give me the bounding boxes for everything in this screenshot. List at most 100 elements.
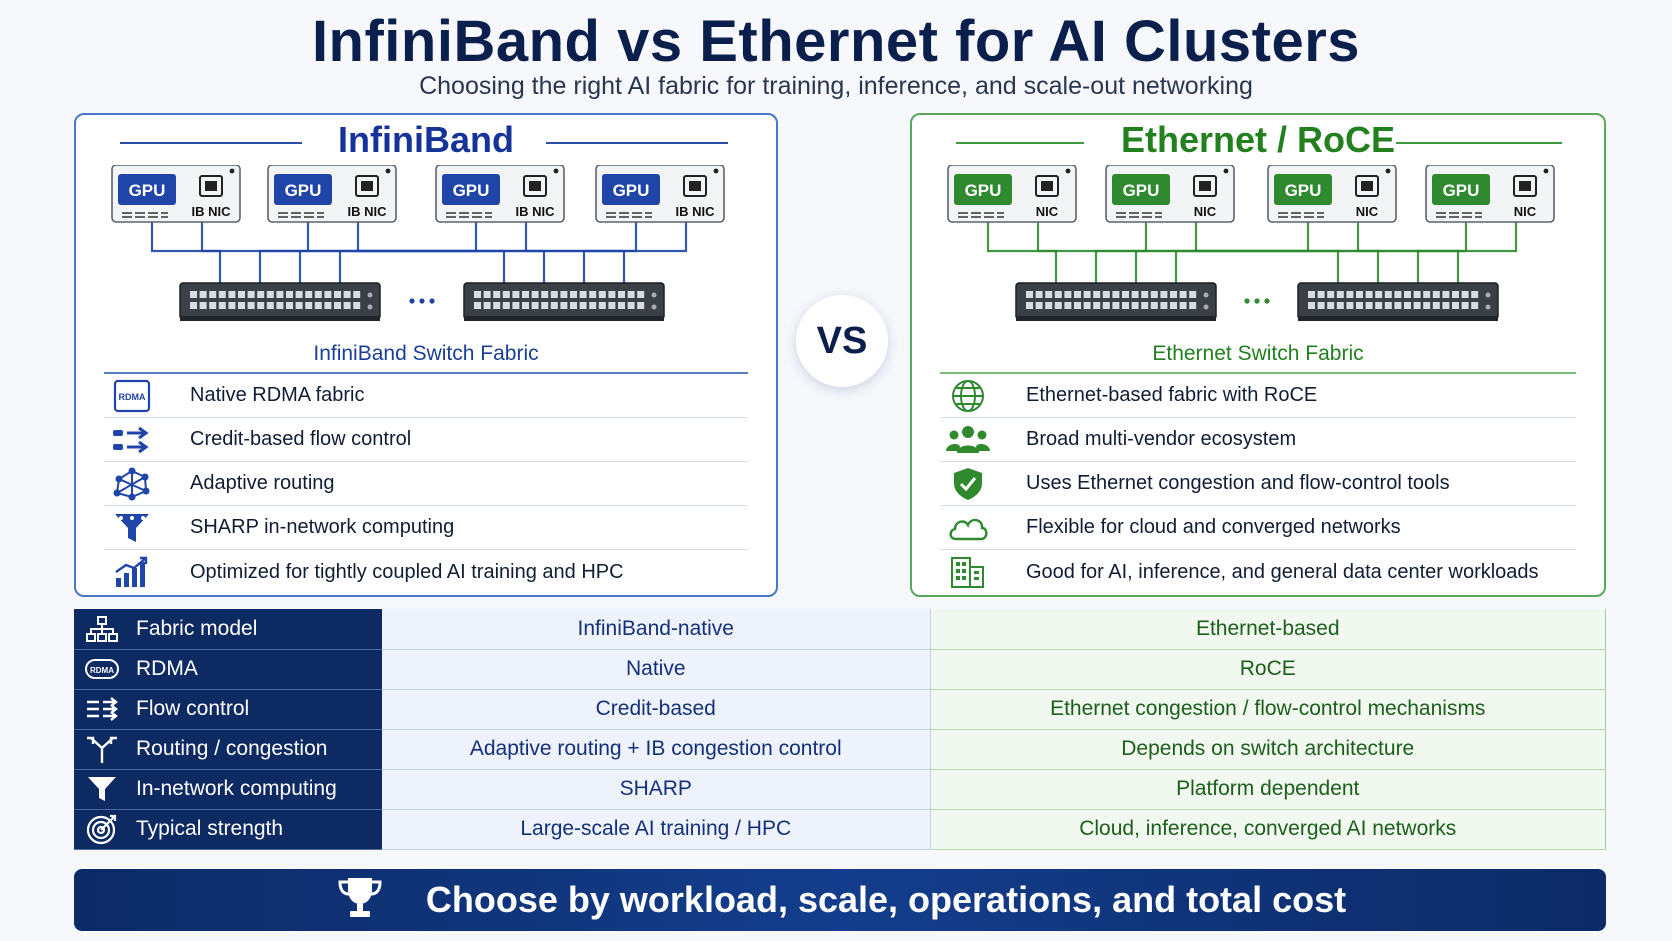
- page-title: InfiniBand vs Ethernet for AI Clusters: [311, 9, 1361, 74]
- ethernet-value: Ethernet congestion / flow-control mecha…: [930, 689, 1606, 730]
- row-header: In-network computing: [74, 769, 382, 810]
- hierarchy-icon: [82, 614, 122, 644]
- nic-chip-icon: [1355, 175, 1379, 197]
- feature-item: Good for AI, inference, and general data…: [940, 550, 1576, 594]
- ethernet-heading: Ethernet / RoCE: [1120, 119, 1396, 160]
- nic-chip-icon: [523, 175, 547, 197]
- funnel-icon: [82, 774, 122, 804]
- ethernet-value: RoCE: [930, 649, 1606, 690]
- ethernet-value: Platform dependent: [930, 769, 1606, 810]
- link-lines: [986, 222, 1518, 285]
- row-label: Routing / congestion: [136, 737, 328, 760]
- row-header: Typical strength: [74, 809, 382, 850]
- feature-item: SHARP in-network computing: [104, 506, 748, 550]
- table-row: Fabric model InfiniBand-native Ethernet-…: [74, 609, 1606, 650]
- row-label: Flow control: [136, 697, 250, 720]
- nic-label: IB NIC: [348, 204, 388, 219]
- nic-chip-icon: [199, 175, 223, 197]
- gpu-label: GPU: [965, 181, 1002, 200]
- feature-label: SHARP in-network computing: [190, 516, 455, 538]
- rdma-icon: RDMA: [82, 654, 122, 684]
- nic-chip-icon: [1035, 175, 1059, 197]
- heading-rule-right: [546, 142, 728, 144]
- funnel-icon: [104, 508, 160, 548]
- link-line: [582, 222, 688, 285]
- network-switch: [463, 282, 665, 321]
- row-header: Fabric model: [74, 609, 382, 650]
- svg-text:RDMA: RDMA: [119, 392, 146, 402]
- link-line: [1356, 222, 1460, 285]
- link-line: [986, 222, 1058, 285]
- link-line: [200, 222, 546, 285]
- gpu-label: GPU: [1443, 181, 1480, 200]
- gpu-label: GPU: [613, 181, 650, 200]
- table-row: Typical strength Large-scale AI training…: [74, 809, 1606, 850]
- table-row: Routing / congestion Adaptive routing + …: [74, 729, 1606, 770]
- feature-label: Uses Ethernet congestion and flow-contro…: [1026, 472, 1450, 494]
- link-line: [1416, 222, 1518, 285]
- flow-arrows-icon: [104, 420, 160, 460]
- row-label: In-network computing: [136, 777, 337, 800]
- gpu-chip: [1112, 174, 1170, 205]
- table-row: In-network computing SHARP Platform depe…: [74, 769, 1606, 810]
- rdma-icon: RDMA: [104, 376, 160, 416]
- link-line: [298, 222, 310, 285]
- cloud-icon: [940, 508, 996, 548]
- row-header: Flow control: [74, 689, 382, 730]
- heading-rule-right: [1396, 142, 1562, 144]
- ellipsis-dot: [1244, 298, 1250, 304]
- gpu-label: GPU: [285, 181, 322, 200]
- ellipsis-dot: [1254, 298, 1260, 304]
- gpu-label: GPU: [453, 181, 490, 200]
- svg-text:RDMA: RDMA: [90, 666, 114, 675]
- feature-label: Native RDMA fabric: [190, 384, 365, 406]
- link-line: [150, 222, 222, 285]
- link-line: [1134, 222, 1148, 285]
- ethernet-value: Cloud, inference, converged AI networks: [930, 809, 1606, 850]
- gpu-chip: [442, 174, 500, 205]
- conclusion-text: Choose by workload, scale, operations, a…: [425, 879, 1347, 920]
- link-lines: [150, 222, 688, 285]
- gpu-label: GPU: [129, 181, 166, 200]
- row-label: RDMA: [136, 657, 198, 680]
- ethernet-value: Depends on switch architecture: [930, 729, 1606, 770]
- bar-chart-icon: [104, 552, 160, 592]
- feature-label: Flexible for cloud and converged network…: [1026, 516, 1401, 538]
- table-row: Flow control Credit-based Ethernet conge…: [74, 689, 1606, 730]
- feature-label: Broad multi-vendor ecosystem: [1026, 428, 1297, 450]
- link-line: [356, 222, 506, 285]
- nic-chip-icon: [355, 175, 379, 197]
- gpu-chip: [118, 174, 176, 205]
- feature-item: Credit-based flow control: [104, 418, 748, 462]
- heading-rule-left: [120, 142, 302, 144]
- target-icon: [82, 814, 122, 845]
- nic-label: NIC: [1356, 204, 1379, 219]
- gpu-chip: [602, 174, 660, 205]
- people-icon: [940, 420, 996, 460]
- link-line: [338, 222, 638, 285]
- infiniband-value: Large-scale AI training / HPC: [382, 809, 931, 850]
- gpu-chip: [274, 174, 332, 205]
- ellipsis-dot: [419, 298, 425, 304]
- feature-item: Broad multi-vendor ecosystem: [940, 418, 1576, 462]
- feature-label: Optimized for tightly coupled AI trainin…: [190, 560, 624, 583]
- shield-icon: [940, 464, 996, 504]
- nic-chip-icon: [683, 175, 707, 197]
- network-switch: [1015, 282, 1217, 321]
- link-line: [524, 222, 626, 285]
- row-label: Fabric model: [136, 616, 258, 640]
- conclusion-banner: Choose by workload, scale, operations, a…: [74, 869, 1606, 931]
- ellipsis-dot: [1264, 298, 1270, 304]
- ethernet-feature-list: Ethernet-based fabric with RoCE Broad mu…: [940, 372, 1576, 594]
- compute-node: GPU IB NIC: [267, 165, 397, 223]
- infiniband-heading: InfiniBand: [338, 119, 514, 160]
- link-line: [258, 222, 478, 285]
- building-icon: [940, 552, 996, 592]
